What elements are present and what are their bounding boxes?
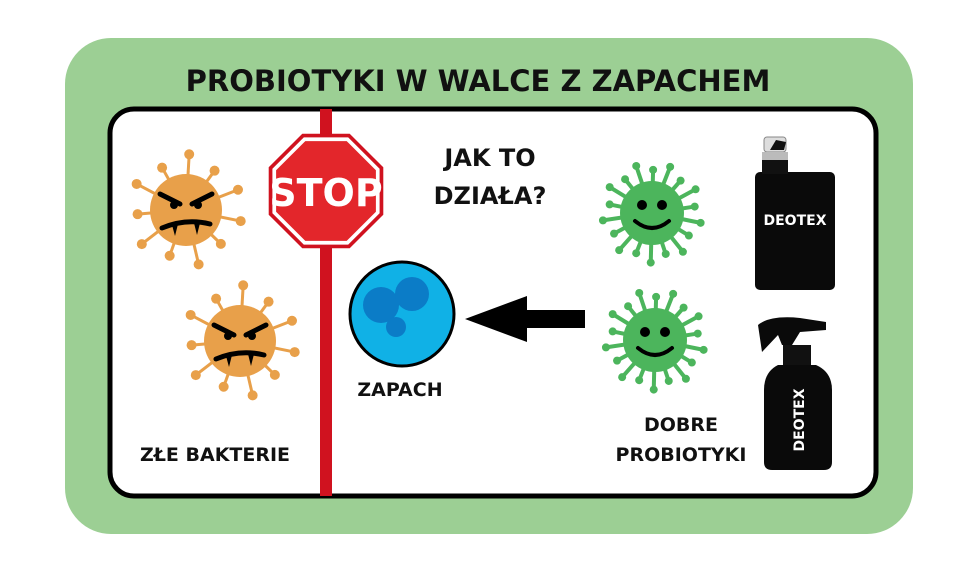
angry-bacteria-icon	[131, 149, 246, 270]
smell-molecule-icon	[348, 260, 456, 368]
stop-sign-icon: STOP	[268, 133, 384, 249]
question-line-2: DZIAŁA?	[434, 182, 547, 210]
arrow-left-icon	[465, 296, 585, 342]
question-line-1: JAK TO	[442, 144, 535, 172]
happy-probiotic-icon	[598, 161, 705, 267]
spray-label: DEOTEX	[792, 388, 808, 451]
bottle-label: DEOTEX	[764, 213, 827, 229]
deotex-bottle: DEOTEX	[755, 136, 835, 290]
title: PROBIOTYKI W WALCE Z ZAPACHEM	[186, 64, 771, 98]
angry-bacteria-icon	[185, 280, 300, 401]
bad-bacteria-label: ZŁE BAKTERIE	[140, 444, 290, 466]
happy-probiotic-icon	[601, 288, 708, 394]
good-label-line-2: PROBIOTYKI	[616, 444, 747, 466]
deotex-spray: DEOTEX	[758, 317, 832, 470]
smell-label: ZAPACH	[357, 379, 442, 401]
good-label-line-1: DOBRE	[644, 414, 718, 436]
stop-text: STOP	[269, 171, 382, 215]
